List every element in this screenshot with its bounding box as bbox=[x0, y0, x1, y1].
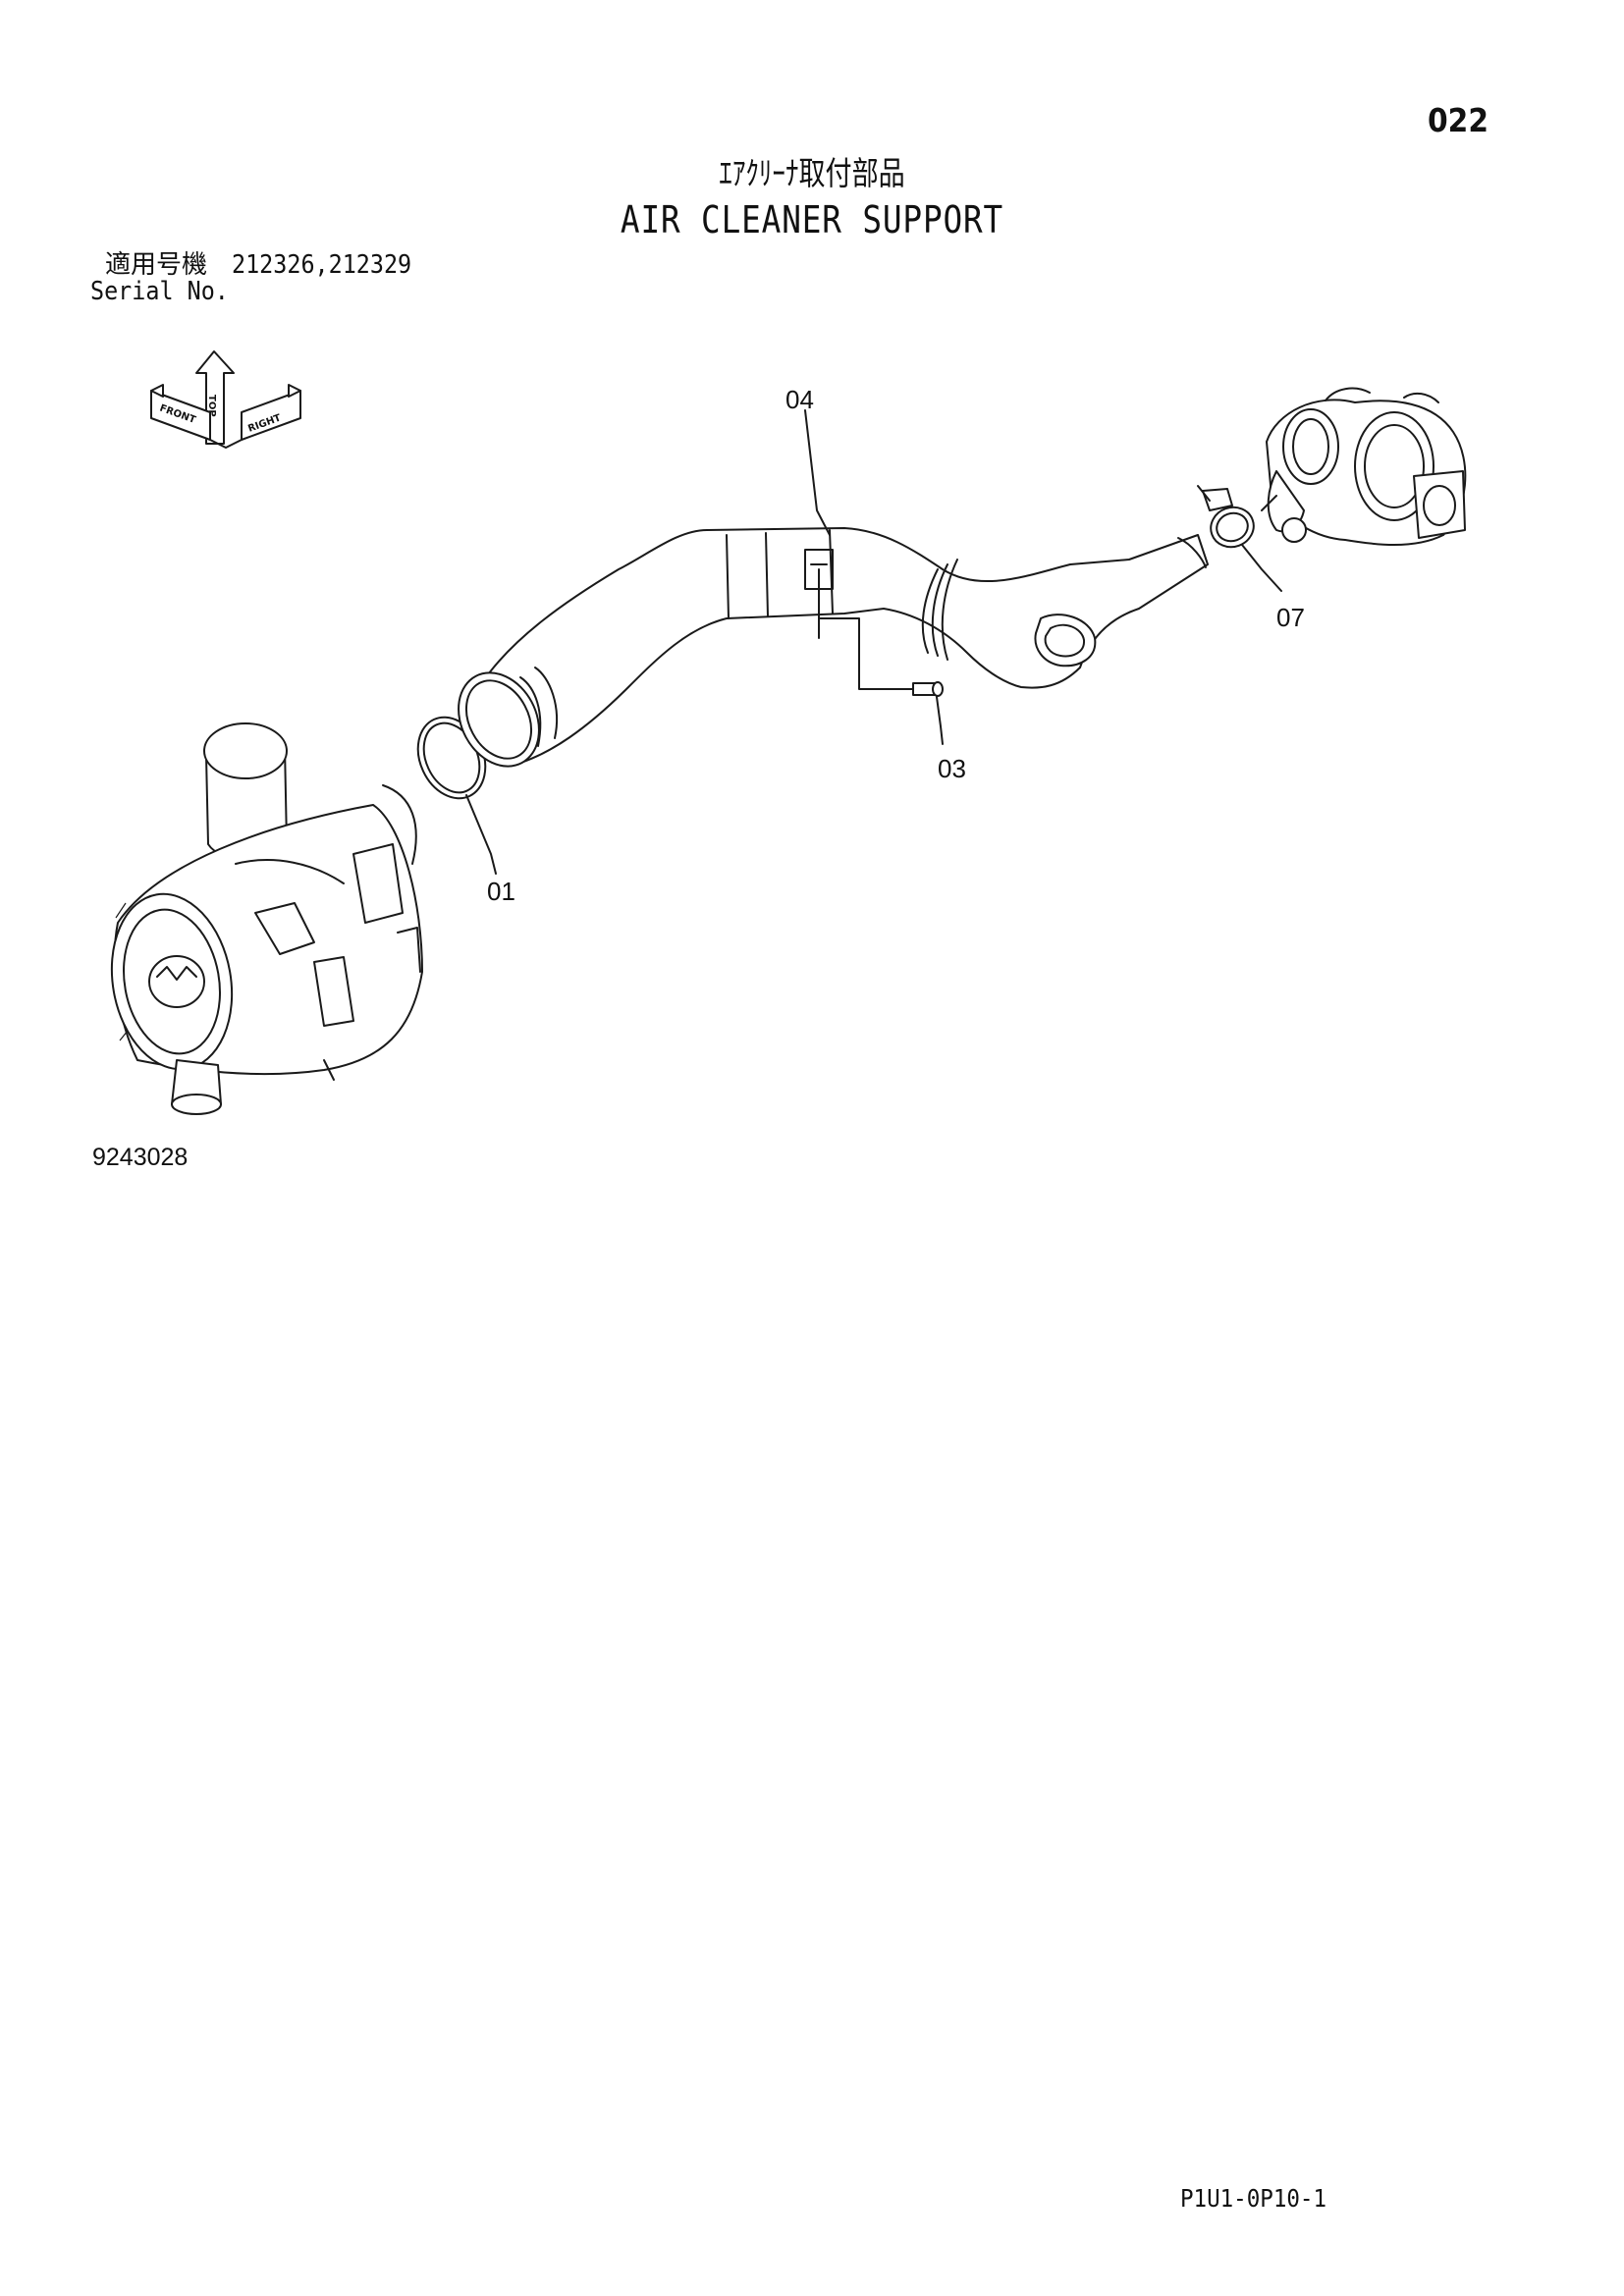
orientation-top-label: TOP bbox=[206, 395, 217, 417]
page-title-japanese: ｴｱｸﾘｰﾅ取付部品 bbox=[719, 154, 905, 192]
drawing-id: 9243028 bbox=[92, 1144, 189, 1171]
air-cleaner-drawing bbox=[110, 722, 423, 1115]
callout-07: 07 bbox=[1276, 603, 1305, 632]
page-number: 022 bbox=[1428, 101, 1489, 139]
serial-label: Serial No. bbox=[90, 277, 229, 306]
callout-03: 03 bbox=[938, 754, 966, 783]
intake-hose-drawing bbox=[458, 409, 1209, 768]
serial-values: 212326,212329 bbox=[232, 250, 412, 280]
sheet-reference: P1U1-0P10-1 bbox=[1180, 2184, 1327, 2213]
bolt-drawing bbox=[818, 617, 944, 745]
orientation-arrows-icon: FRONT RIGHT TOP bbox=[150, 350, 301, 449]
callout-01: 01 bbox=[487, 877, 515, 906]
callout-04: 04 bbox=[785, 385, 814, 414]
clamp-drawing bbox=[1197, 485, 1282, 592]
serial-label-japanese: 適用号機 bbox=[105, 250, 208, 280]
page-title: AIR CLEANER SUPPORT bbox=[620, 198, 1004, 241]
turbocharger-drawing bbox=[1261, 387, 1467, 546]
